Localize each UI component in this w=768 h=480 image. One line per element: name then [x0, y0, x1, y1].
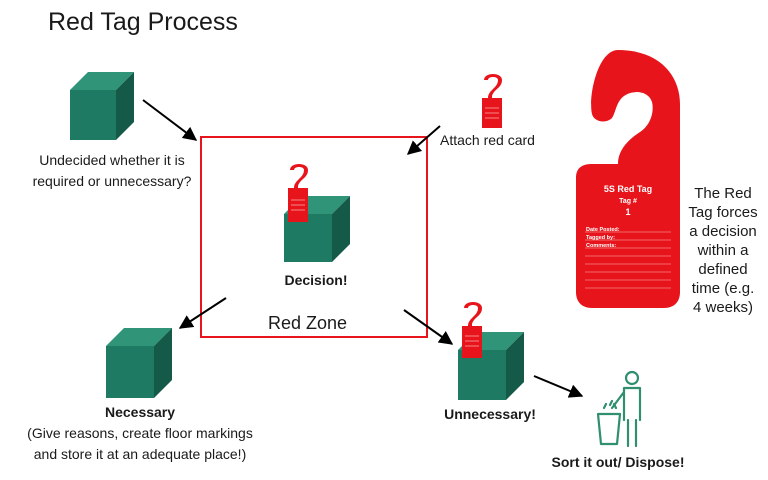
unnecessary-label: Unnecessary! — [444, 406, 536, 422]
decision-label: Decision! — [284, 272, 348, 288]
necessary-title: Necessary — [104, 404, 176, 420]
dispose-label: Sort it out/ Dispose! — [551, 454, 685, 470]
red-zone-box — [200, 136, 428, 338]
big-tag-number-label: Tag # — [619, 198, 637, 205]
attach-label: Attach red card — [440, 132, 535, 148]
side-note-line: defined — [698, 261, 748, 278]
undecided-line2: required or unnecessary? — [32, 173, 192, 189]
cube-icon-undecided — [70, 72, 134, 140]
big-tag-field-tagged: Tagged by: — [586, 235, 615, 241]
necessary-caption: Necessary (Give reasons, create floor ma… — [0, 402, 280, 465]
undecided-caption: Undecided whether it is required or unne… — [14, 150, 210, 192]
big-tag-number: 1 — [625, 207, 630, 217]
side-note-line: within a — [697, 242, 749, 259]
side-note-line: 4 weeks) — [692, 299, 754, 316]
arrow-icon-to-redzone — [142, 99, 198, 141]
side-note-line: Tag forces — [688, 204, 758, 221]
big-tag-heading: 5S Red Tag — [604, 184, 652, 194]
arrow-icon-dispose — [533, 375, 584, 398]
arrow-icon-unnecessary — [403, 309, 454, 345]
necessary-line1: (Give reasons, create floor markings — [27, 425, 253, 441]
big-tag-field-comments: Comments: — [586, 243, 616, 249]
side-note-line: time (e.g. — [691, 280, 755, 297]
side-note-line: The Red — [694, 185, 752, 202]
undecided-line1: Undecided whether it is — [39, 152, 185, 168]
red-zone-label: Red Zone — [268, 313, 348, 333]
red-tag-icon-attach — [482, 74, 502, 128]
arrow-icon-attach — [406, 125, 441, 155]
necessary-line2: and store it at an adequate place!) — [33, 446, 247, 462]
red-tag-icon-large — [576, 50, 680, 308]
page-title: Red Tag Process — [48, 8, 238, 36]
big-tag-field-date: Date Posted: — [586, 227, 620, 233]
cube-icon-necessary — [106, 328, 172, 398]
red-tag-icon-unnecessary — [462, 302, 482, 358]
side-note: The Red Tag forces a decision within a d… — [680, 184, 766, 317]
red-tag-icon-decision — [288, 164, 308, 222]
arrow-icon-necessary — [178, 297, 227, 329]
person-trash-icon — [596, 370, 642, 448]
side-note-line: a decision — [689, 223, 757, 240]
